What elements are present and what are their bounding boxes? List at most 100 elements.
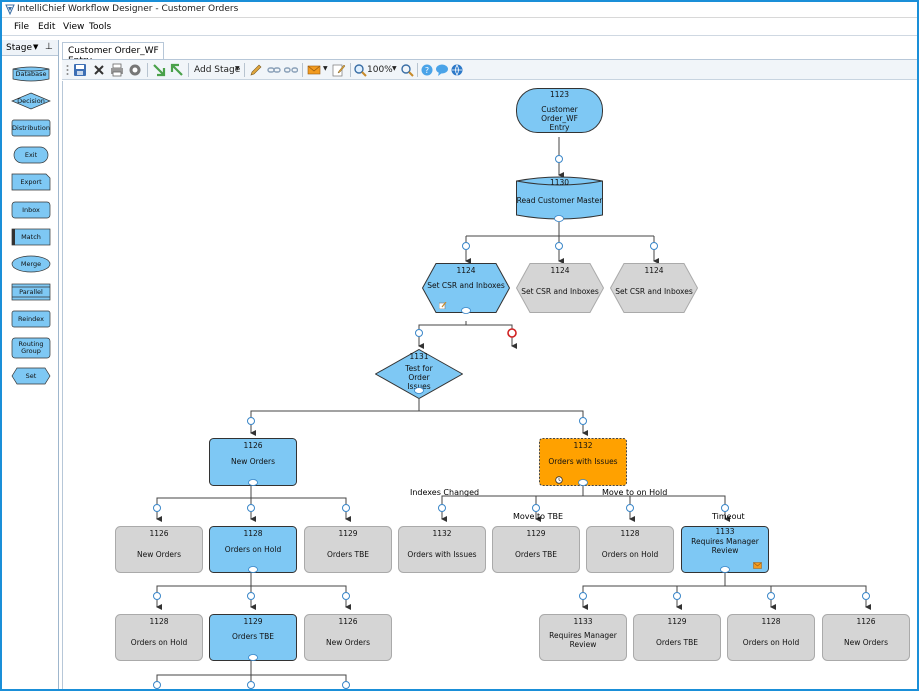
stage-node-test-for-order-issues[interactable]: 1131 Test for Order Issues [375,349,463,399]
stage-node-set-csr-inactive[interactable]: 1124 Set CSR and Inboxes [610,263,698,313]
zoom-level[interactable]: 100% [367,65,393,75]
web-icon[interactable] [450,63,464,77]
node-label: New Orders [231,457,275,466]
node-id: 1131 [409,352,429,361]
node-id: 1128 [761,617,781,626]
email-dropdown-icon[interactable]: ▼ [323,65,328,72]
node-label: Customer Order_WF Entry [541,105,578,132]
menu-edit[interactable]: Edit [38,22,56,32]
node-label: New Orders [326,638,370,647]
pin-icon[interactable]: ⊥ [45,42,53,52]
node-label: Orders on Hold [601,550,659,559]
collapse-handle-icon[interactable] [414,387,424,394]
palette-inbox[interactable]: Inbox [11,201,51,219]
stage-node-orders-tbe-inactive[interactable]: 1129 Orders TBE [492,526,580,573]
stage-node-orders-tbe-inactive[interactable]: 1129 Orders TBE [304,526,392,573]
settings-icon[interactable] [128,63,142,77]
stage-node-new-orders-inactive[interactable]: 1126 New Orders [822,614,910,661]
node-label: Orders TBE [514,550,558,559]
palette-match[interactable]: Match [11,228,51,246]
stage-node-new-orders-inactive[interactable]: 1126 New Orders [115,526,203,573]
edge-label-move-to-on-hold: Move to on Hold [602,488,668,497]
email-icon[interactable] [307,63,321,77]
collapse-handle-icon[interactable] [248,479,258,486]
stage-node-new-orders-inactive[interactable]: 1126 New Orders [304,614,392,661]
unlink-icon[interactable] [284,63,298,77]
palette-export[interactable]: Export [11,173,51,191]
collapse-handle-icon[interactable] [720,566,730,573]
node-id: 1123 [549,90,570,99]
node-label: Orders with Issues [548,457,618,466]
edit-note-icon[interactable] [332,63,346,77]
search-icon[interactable] [400,63,414,77]
delete-icon[interactable] [92,63,106,77]
panel-dropdown-icon[interactable]: ▼ [33,43,39,51]
stage-node-requires-manager-review[interactable]: 1133 Requires Manager Review [681,526,769,573]
node-id: 1126 [243,441,263,450]
palette-decision[interactable]: Decision [11,92,51,110]
stage-node-entry[interactable]: 1123 Customer Order_WF Entry [516,88,603,133]
node-id: 1129 [526,529,546,538]
menu-tools[interactable]: Tools [89,22,112,32]
node-id: 1128 [620,529,640,538]
stage-node-orders-on-hold-inactive[interactable]: 1128 Orders on Hold [727,614,815,661]
workflow-canvas[interactable]: Indexes Changed Move to TBE Move to on H… [62,81,917,689]
palette-routing-group[interactable]: Routing Group [11,337,51,359]
edge-label-timeout: Timeout [712,512,745,521]
stage-node-orders-with-issues-selected[interactable]: 1132 Orders with Issues [539,438,627,486]
stage-node-orders-on-hold-inactive[interactable]: 1128 Orders on Hold [115,614,203,661]
palette-label: Inbox [22,205,40,214]
palette-database[interactable]: Database [11,65,51,83]
edge-label-move-to-tbe: Move to TBE [513,512,563,521]
node-id: 1132 [573,441,593,450]
collapse-handle-icon[interactable] [578,479,588,486]
stage-node-set-csr-active[interactable]: 1124 Set CSR and Inboxes [422,263,510,314]
save-icon[interactable] [73,63,87,77]
palette-exit[interactable]: Exit [11,146,51,164]
node-label: Set CSR and Inboxes [427,281,505,290]
stage-node-orders-on-hold[interactable]: 1128 Orders on Hold [209,526,297,573]
tab-customer-order-wf-entry[interactable]: Customer Order_WF Entry [62,42,164,66]
stage-node-orders-tbe[interactable]: 1129 Orders TBE [209,614,297,661]
menu-file[interactable]: File [14,22,30,32]
palette-reindex[interactable]: Reindex [11,310,51,328]
add-stage-dropdown-icon[interactable]: ▼ [235,65,240,72]
palette-merge[interactable]: Merge [11,255,51,273]
palette-set[interactable]: Set [11,367,51,385]
edit-icon[interactable] [249,63,263,77]
stage-node-orders-with-issues-inactive[interactable]: 1132 Orders with Issues [398,526,486,573]
node-id: 1129 [243,617,263,626]
import-icon[interactable] [152,63,166,77]
email-icon [753,562,762,569]
stage-node-requires-manager-review-inactive[interactable]: 1133 Requires Manager Review [539,614,627,661]
toolbar-separator [188,63,189,77]
print-icon[interactable] [110,63,124,77]
export-icon[interactable] [170,63,184,77]
palette-distribution[interactable]: Distribution [11,119,51,137]
stage-node-read-customer-master[interactable]: 1130 Read Customer Master [516,175,603,222]
zoom-icon[interactable] [353,63,367,77]
svg-text:?: ? [425,66,429,75]
zoom-dropdown-icon[interactable]: ▼ [392,65,397,72]
collapse-handle-icon[interactable] [248,654,258,661]
palette-label: Export [20,177,42,186]
palette-label: Merge [20,259,42,268]
add-stage-button[interactable]: Add Stage [194,65,241,75]
toolbar-separator [147,63,148,77]
stage-node-orders-on-hold-inactive[interactable]: 1128 Orders on Hold [586,526,674,573]
help-icon[interactable]: ? [420,63,434,77]
stage-node-set-csr-inactive[interactable]: 1124 Set CSR and Inboxes [516,263,604,313]
stage-node-new-orders[interactable]: 1126 New Orders [209,438,297,486]
collapse-handle-icon[interactable] [248,566,258,573]
palette-parallel[interactable]: Parallel [11,283,51,301]
stage-panel-header: Stage ▼ ⊥ [2,40,58,56]
stage-node-orders-tbe-inactive[interactable]: 1129 Orders TBE [633,614,721,661]
edge-label-indexes-changed: Indexes Changed [410,488,480,497]
designer-toolbar: Add Stage ▼ ▼ 100% ▼ ? [62,59,917,80]
collapse-handle-icon[interactable] [461,307,471,314]
toolbar-separator [350,63,351,77]
collapse-handle-icon[interactable] [554,215,564,222]
link-icon[interactable] [267,63,281,77]
menu-view[interactable]: View [63,22,85,32]
chat-icon[interactable] [435,63,449,77]
